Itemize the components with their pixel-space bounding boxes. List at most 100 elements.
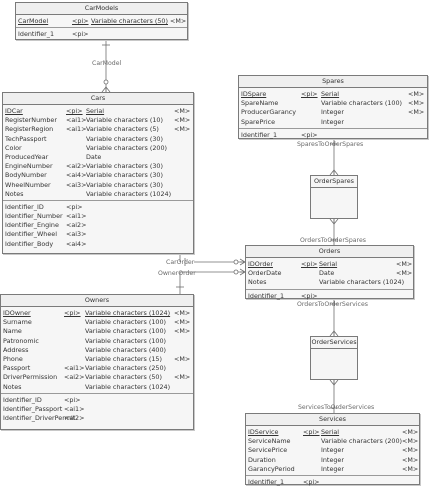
attribute-row[interactable]: IDOrder<pi>Serial<M> [248,260,412,269]
attribute-name: Duration [248,455,276,464]
attribute-name: IDOrder [248,260,273,268]
identifier-row[interactable]: Identifier_Wheel <ai3> [5,230,191,239]
identifier-row[interactable]: Identifier_Body<ai4> [5,240,191,249]
identifier-row[interactable]: Identifier_Engine<ai2> [5,221,191,230]
identifier-row[interactable]: Identifier_1<pi> [248,292,411,301]
identifier-row[interactable]: Identifier_DriverPermit<ai2> [3,414,191,423]
attribute-key: <pi> [72,17,89,25]
attribute-name: Notes [248,278,267,287]
attribute-row[interactable]: IDCar<pi>Serial<M> [5,107,191,116]
attribute-mandatory: <M> [174,318,191,327]
association-title: OrderSpares [311,176,357,188]
identifier-name: Identifier_ID [3,395,42,404]
attribute-name: CarModel [18,17,49,25]
relationship-label-carmodel[interactable]: CarModel [92,60,122,67]
relationship-label-services-to-order-services[interactable]: ServicesToOrderServices [298,404,375,411]
relationship-label-owner-order[interactable]: OwnerOrder [158,270,196,277]
attribute-name: Passport [3,364,31,373]
attribute-type: Variable characters (5) [86,125,159,134]
attribute-row[interactable]: IDSpare<pi>Serial<M> [241,90,425,99]
association-order-spares[interactable]: OrderSpares [310,175,358,219]
attribute-row[interactable]: BodyNumber<ai4>Variable characters (30) [5,171,191,180]
attribute-key: <pi> [301,260,318,268]
identifier-list: Identifier_1<pi> [246,290,413,302]
relationship-label-car-order[interactable]: CarOrder [166,259,195,266]
relationship-label-spares-to-order-spares[interactable]: SparesToOrderSpares [297,141,364,148]
identifier-name: Identifier_Passport [3,404,63,413]
attribute-type: Date [86,152,102,161]
identifier-name: Identifier_Wheel [5,230,57,239]
attribute-name: Address [3,345,29,354]
attribute-name: OrderDate [248,269,282,278]
attribute-type: Variable characters (15) [85,354,162,363]
attribute-row[interactable]: WheelNumber<ai3>Variable characters (30) [5,181,191,190]
attribute-mandatory: <M> [170,17,187,25]
attribute-name: IDSpare [241,90,267,98]
attribute-mandatory: <M> [402,428,419,436]
crowfoot-marker [329,330,339,337]
attribute-list: IDCar<pi>Serial<M>RegisterNumber<ai1>Var… [3,105,193,201]
identifier-row[interactable]: Identifier_Passport<ai1> [3,405,191,414]
attribute-row[interactable]: IDOwner<pi>Variable characters (1024)<M> [3,309,191,318]
attribute-type: Variable characters (10) [86,116,163,125]
attribute-type: Variable characters (30) [86,162,163,171]
attribute-list: IDOwner<pi>Variable characters (1024)<M>… [1,307,193,394]
attribute-type: Variable characters (200) [86,143,168,152]
attribute-row[interactable]: RegisterNumber<ai1>Variable characters (… [5,116,191,125]
attribute-type: Integer [321,464,344,473]
attribute-row[interactable]: CarModel<pi>Variable characters (50)<M> [18,17,187,26]
relationship-label-orders-to-order-spares[interactable]: OrdersToOrderSpares [300,237,366,244]
attribute-row[interactable]: Passport<ai1>Variable characters (250) [3,364,191,373]
identifier-row[interactable]: Identifier_ID<pi> [3,396,191,405]
attribute-key: <ai1> [66,125,87,134]
entity-title: Spares [239,76,427,88]
attribute-row[interactable]: IDService<pi>Serial<M> [248,428,419,437]
attribute-name: BodyNumber [5,171,47,180]
attribute-mandatory: <M> [396,269,413,278]
attribute-row[interactable]: DriverPermission<ai2>Variable characters… [3,373,191,382]
identifier-list: Identifier_ID<pi>Identifier_Passport<ai1… [1,394,193,425]
attribute-row[interactable]: RegisterRegion<ai1>Variable characters (… [5,125,191,134]
identifier-row[interactable]: Identifier_1<pi> [241,131,425,140]
identifier-name: Identifier_Engine [5,221,59,230]
identifier-row[interactable]: Identifier_Number<ai1> [5,212,191,221]
association-order-services[interactable]: OrderServices [310,336,358,380]
identifier-row[interactable]: Identifier_ID<pi> [5,203,191,212]
identifier-list: Identifier_1<pi> [16,28,187,40]
identifier-name: Identifier_Body [5,239,54,248]
attribute-list: CarModel<pi>Variable characters (50)<M> [16,15,187,29]
attribute-type: Integer [321,108,344,117]
attribute-row[interactable]: EngineNumber<ai2>Variable characters (30… [5,162,191,171]
identifier-key: <ai3> [66,230,87,239]
identifier-key: <ai1> [64,404,85,413]
identifier-row[interactable]: Identifier_1<pi> [248,478,417,487]
identifier-row[interactable]: Identifier_1<pi> [18,30,185,39]
relationship-label-orders-to-order-services[interactable]: OrdersToOrderServices [297,301,368,308]
